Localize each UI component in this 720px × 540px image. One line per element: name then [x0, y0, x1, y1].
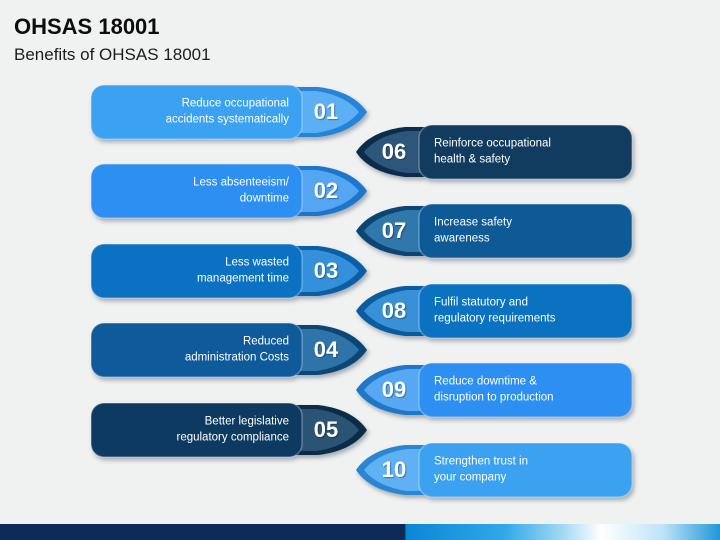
benefit-number: 10: [381, 457, 407, 482]
benefit-text: Increase safety awareness: [434, 215, 620, 246]
benefit-item-09: 09 Reduce downtime & disruption to product…: [345, 362, 633, 418]
benefit-item-08: 08 Fulfil statutory and regulatory require…: [345, 283, 633, 339]
benefit-arrow-shape: [356, 283, 633, 339]
benefit-arrow-shape: [90, 163, 367, 219]
benefit-arrow-shape: [90, 243, 367, 299]
benefit-text-line: Increase safety: [434, 216, 512, 229]
benefit-item-03: 03 Less wasted management time: [90, 243, 370, 299]
benefit-text: Less wasted management time: [106, 255, 289, 286]
benefit-text: Better legislative regulatory compliance: [106, 414, 289, 445]
benefit-arrow-shape: [90, 322, 367, 378]
benefit-text: Less absenteeism/downtime: [106, 175, 289, 206]
benefit-arrow-shape: [90, 402, 367, 458]
benefit-number: 01: [313, 99, 339, 124]
benefit-text-line: accidents systematically: [165, 113, 289, 125]
benefit-text: Reinforce occupational health & safety: [434, 136, 620, 167]
benefit-text-line: regulatory requirements: [434, 312, 556, 324]
benefit-item-04: 04 Reduced administration Costs: [90, 322, 370, 378]
benefit-text-line: downtime: [239, 192, 289, 204]
benefit-text-line: Less absenteeism/: [193, 176, 289, 189]
benefit-number: 03: [313, 258, 339, 283]
benefit-text-line: regulatory compliance: [176, 431, 289, 443]
benefit-text-line: Reduced: [242, 335, 289, 348]
benefit-item-02: 02 Less absenteeism/downtime: [90, 163, 370, 219]
benefit-arrow-shape: [356, 442, 633, 498]
benefit-text-line: Less wasted: [225, 256, 289, 269]
benefit-item-06: 06 Reinforce occupational health & safety: [345, 124, 633, 180]
benefit-text-line: Reinforce occupational: [434, 137, 551, 150]
benefit-text-line: Fulfil statutory and: [434, 296, 528, 309]
benefit-text-line: disruption to production: [434, 391, 554, 403]
benefit-text: Reduce occupational accidents systematica…: [106, 96, 289, 127]
benefit-item-10: 10 Strengthen trust in your company: [345, 442, 633, 498]
benefit-item-01: 01 Reduce occupational accidents systemati…: [90, 84, 370, 140]
benefit-item-07: 07 Increase safety awareness: [345, 203, 633, 259]
benefit-text: Reduced administration Costs: [106, 334, 289, 365]
footer-accent-bar: [0, 524, 720, 540]
benefit-arrow-shape: [90, 84, 367, 140]
benefit-text-line: administration Costs: [184, 351, 289, 363]
benefit-text-line: Reduce downtime &: [434, 375, 537, 388]
benefit-text-line: management time: [196, 272, 289, 284]
benefit-text-line: Reduce occupational: [181, 97, 289, 110]
slide-title: OHSAS 18001: [14, 14, 160, 39]
benefit-number: 09: [381, 377, 407, 402]
benefit-text-line: Better legislative: [204, 415, 289, 428]
benefit-text: Fulfil statutory and regulatory requireme…: [434, 295, 620, 326]
benefit-text-line: your company: [434, 471, 507, 483]
benefit-item-05: 05 Better legislative regulatory complianc…: [90, 402, 370, 458]
benefit-text: Strengthen trust in your company: [434, 454, 620, 485]
benefit-number: 08: [381, 298, 407, 323]
benefit-number: 05: [313, 417, 339, 442]
benefit-text-line: health & safety: [434, 153, 511, 165]
benefit-text: Reduce downtime & disruption to productio…: [434, 374, 620, 405]
slide-subtitle: Benefits of OHSAS 18001: [14, 45, 211, 64]
benefit-text-line: awareness: [434, 232, 490, 244]
benefit-arrow-shape: [356, 124, 633, 180]
benefit-number: 06: [381, 139, 407, 164]
benefit-arrow-shape: [356, 362, 633, 418]
benefit-text-line: Strengthen trust in: [434, 455, 528, 468]
benefit-number: 07: [381, 218, 407, 243]
benefit-number: 02: [313, 178, 339, 203]
benefit-number: 04: [313, 337, 339, 362]
benefits-diagram: 01 Reduce occupational accidents systemati…: [90, 84, 633, 498]
benefit-arrow-shape: [356, 203, 633, 259]
